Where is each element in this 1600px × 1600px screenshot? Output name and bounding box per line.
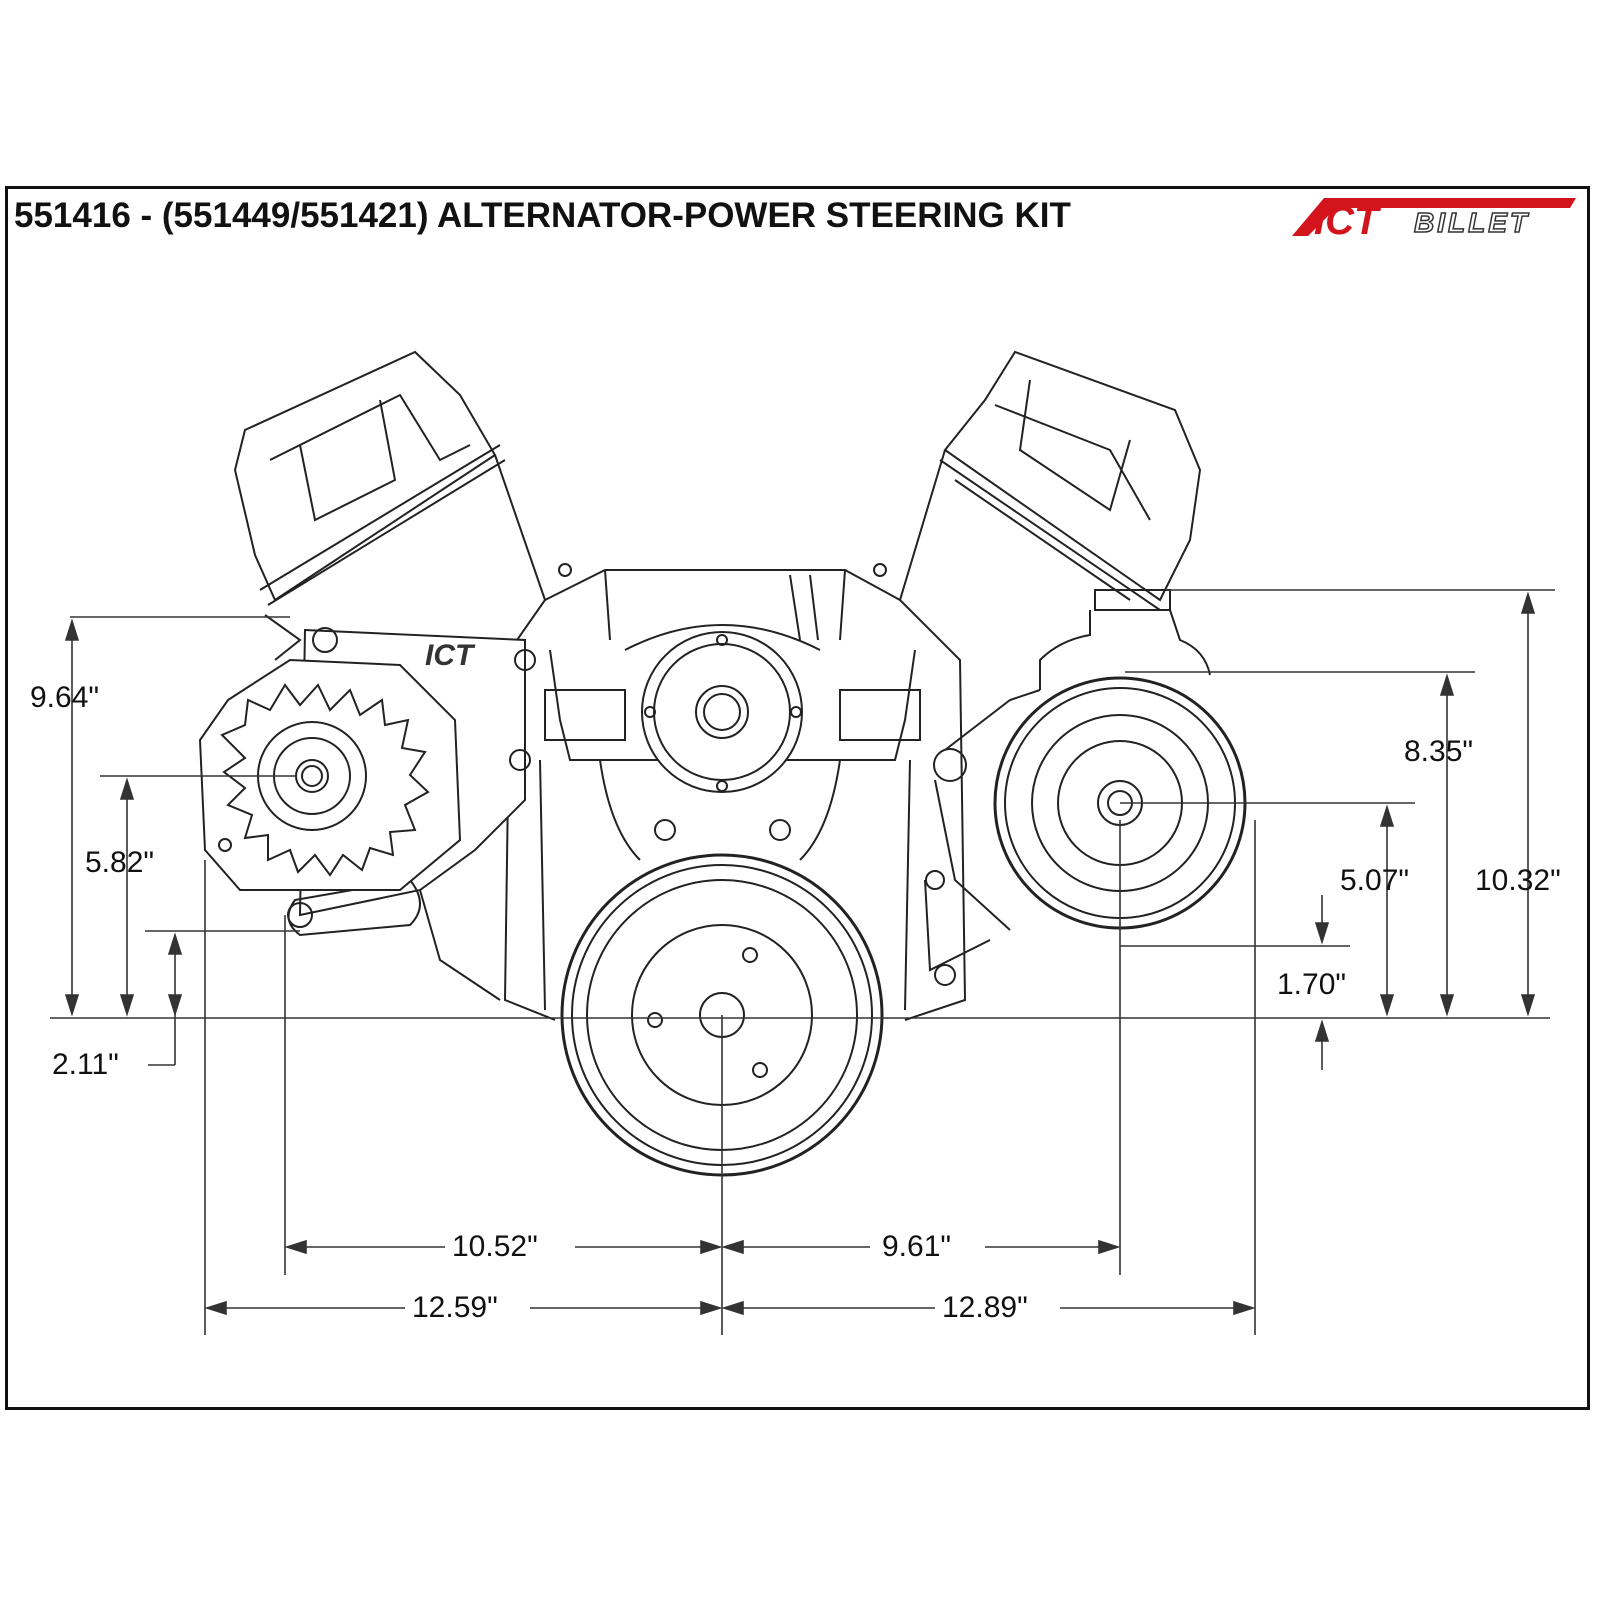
dim-label-ps-pulley-top-height: 8.35" xyxy=(1404,735,1474,768)
alternator xyxy=(198,658,462,891)
logo-primary-text: ICT xyxy=(1314,199,1382,242)
dimension-lines xyxy=(50,589,1555,1335)
logo-swoosh xyxy=(1292,198,1576,236)
logo-secondary-text: BILLET xyxy=(1414,207,1530,238)
dim-label-alt-center-height: 5.82" xyxy=(85,846,155,879)
ict-billet-logo: ICT BILLET xyxy=(1292,198,1576,242)
dim-label-crank-to-ps-edge: 12.89" xyxy=(942,1291,1028,1324)
power-steering-pump xyxy=(924,589,1247,986)
dim-label-alt-edge-to-crank: 12.59" xyxy=(412,1291,498,1324)
dim-label-ps-reservoir-height: 10.32" xyxy=(1475,864,1561,897)
dim-label-alt-pivot-height: 2.11" xyxy=(52,1048,119,1081)
left-valve-cover xyxy=(233,350,506,661)
dim-label-alt-top-height: 9.64" xyxy=(30,681,100,714)
dim-label-ps-pulley-bottom-height: 1.70" xyxy=(1277,968,1347,1001)
dim-label-alt-pivot-to-crank: 10.52" xyxy=(452,1230,538,1263)
dim-label-ps-center-height: 5.07" xyxy=(1340,864,1410,897)
right-valve-cover xyxy=(939,350,1202,611)
page-title: 551416 - (551449/551421) ALTERNATOR-POWE… xyxy=(14,196,1071,235)
bracket-engraving: ICT xyxy=(425,639,476,672)
dim-label-crank-to-ps-center: 9.61" xyxy=(882,1230,952,1263)
engine-block xyxy=(494,449,967,1021)
water-pump xyxy=(539,624,921,1011)
